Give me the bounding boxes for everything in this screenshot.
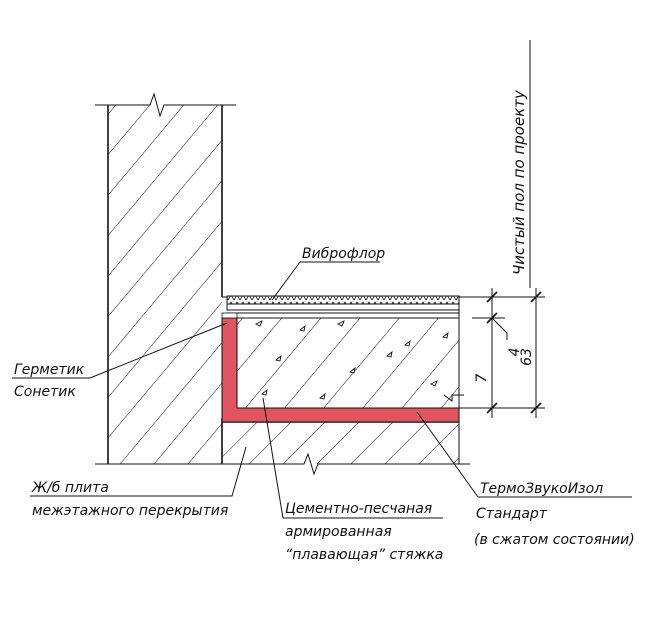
label-screed-2: армированная xyxy=(285,524,392,540)
label-vibroflor: Виброфлор xyxy=(302,246,385,262)
label-insulation-1: ТермоЗвукоИзол xyxy=(480,481,603,497)
concrete-slab xyxy=(95,418,470,476)
dimension-63: 63 xyxy=(519,348,535,366)
wall-break-line xyxy=(95,92,236,118)
floating-screed xyxy=(237,297,460,418)
label-sealant-1: Герметик xyxy=(14,362,85,378)
dimension-labels: 4 7 63 xyxy=(474,348,535,383)
dimension-lines xyxy=(443,40,545,418)
label-slab-1: Ж/б плита xyxy=(31,480,109,496)
label-insulation-3: (в сжатом состоянии) xyxy=(474,532,635,548)
label-clean-floor: Чистый пол по проекту xyxy=(510,89,528,275)
sealant-joint xyxy=(221,312,238,319)
label-screed-1: Цементно-песчаная xyxy=(285,501,432,517)
aggregate-marks xyxy=(254,320,449,400)
level-marker xyxy=(443,394,464,402)
dimension-4: 4 xyxy=(507,348,523,357)
dimension-7: 7 xyxy=(474,373,490,382)
leader-lines xyxy=(12,261,632,519)
slab-break-line xyxy=(95,452,470,476)
wall xyxy=(95,92,236,464)
vibroflor-layer xyxy=(222,295,460,314)
label-sealant-2: Сонетик xyxy=(14,384,76,400)
label-screed-3: “плавающая” стяжка xyxy=(285,547,443,563)
label-slab-2: межэтажного перекрытия xyxy=(32,503,228,519)
label-insulation-2: Стандарт xyxy=(476,506,548,522)
